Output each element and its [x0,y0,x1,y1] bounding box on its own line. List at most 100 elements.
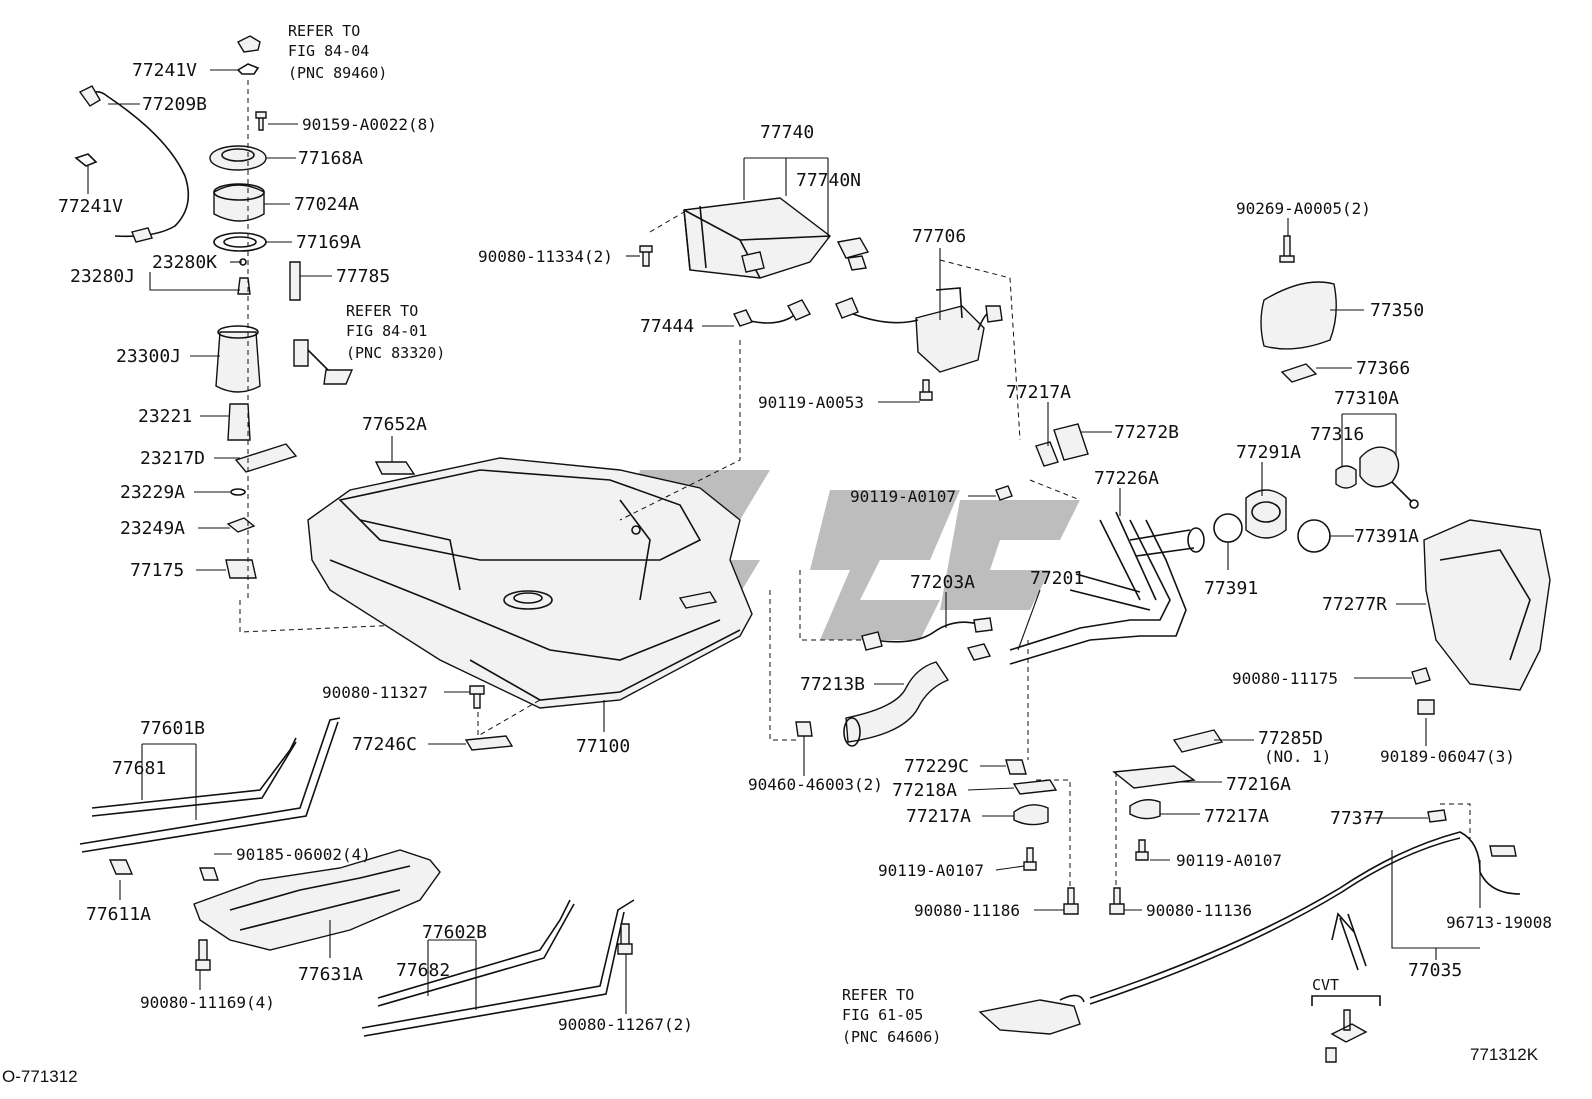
label-77168A: 77168A [298,148,363,169]
cable-clip-96713 [1489,845,1517,857]
tube-77209B-end [131,227,153,243]
label-77175: 77175 [130,560,184,581]
label-77682: 77682 [396,960,450,981]
bolt-90080-11186 [1063,887,1079,915]
label-77611A: 77611A [86,904,151,925]
label-77241V-bottom: 77241V [58,196,123,217]
label-77391: 77391 [1204,578,1258,599]
label-77366: 77366 [1356,358,1410,379]
label-77213B: 77213B [800,674,865,695]
charcoal-canister-77740 [619,197,870,521]
label-90185: 90185-06002(4) [236,845,371,864]
cable-end-77377 [1427,809,1447,823]
reference-notes: REFER TO FIG 84-04 (PNC 89460) REFER TO … [288,22,1339,1046]
label-90460: 90460-46003(2) [748,775,883,794]
pump-23221 [227,403,251,441]
bolt-90269 [1279,235,1295,263]
ref-84-04-line3: (PNC 89460) [288,64,387,82]
ref-61-05-line3: (PNC 64606) [842,1028,941,1046]
ref-84-01-line3: (PNC 83320) [346,344,445,362]
hoses-77203A-77213B [769,570,993,747]
bolt-90119-A0053 [919,379,933,401]
label-77740: 77740 [760,122,814,143]
label-96713: 96713-19008 [1446,913,1552,932]
label-77201: 77201 [1030,568,1084,589]
label-90080-11136: 90080-11136 [1146,901,1252,920]
label-77226A: 77226A [1094,468,1159,489]
label-77740N: 77740N [796,170,861,191]
fuel-tank-77100 [307,457,753,709]
clamp-77203A [966,643,992,661]
label-90119-A0107-c: 90119-A0107 [1176,851,1282,870]
protector-77631A [193,849,441,951]
clip-90189 [1417,699,1435,715]
brackets-mid [995,423,1224,915]
label-77350: 77350 [1370,300,1424,321]
label-90159: 90159-A0022(8) [302,115,437,134]
vent-valve-77706 [835,259,1081,501]
bolt-90080-11334 [639,245,653,267]
hose-77213B [845,661,950,743]
label-23249A: 23249A [120,518,185,539]
clamp-77217A-right [1129,799,1161,820]
clip-77241V-top [236,63,260,75]
label-77706: 77706 [912,226,966,247]
label-77229C: 77229C [904,756,969,777]
bottom-right-code: 771312K [1470,1045,1539,1064]
label-77285D: 77285D [1258,728,1323,749]
label-77216A: 77216A [1226,774,1291,795]
label-77203A: 77203A [910,572,975,593]
strap-77602B [377,899,571,999]
label-77681: 77681 [112,758,166,779]
gasket-77316 [1335,465,1357,489]
clamp-77217A-mid [1013,804,1049,826]
clip-77241V-bottom [74,153,98,167]
filler-door-assembly [1213,235,1551,715]
ring-77391 [1213,513,1243,543]
tube-77209B-fitting [78,85,101,107]
breather-77226A [1069,573,1151,611]
label-23217D: 23217D [140,448,205,469]
label-77217A-mid: 77217A [906,806,971,827]
label-23221: 23221 [138,406,192,427]
label-77024A: 77024A [294,194,359,215]
opener-cable-77035 [978,803,1521,1063]
label-77218A: 77218A [892,780,957,801]
gauge-plate-77024A [213,184,265,222]
spring-77366 [1280,363,1318,383]
strap-77602B-lower [361,899,635,1029]
gasket-77169A [213,232,267,252]
label-90080-11169: 90080-11169(4) [140,993,275,1012]
label-90119-A0053: 90119-A0053 [758,393,864,412]
label-77377: 77377 [1330,808,1384,829]
bolt-90080-11175 [1411,667,1431,685]
clamp-90460 [795,721,813,737]
label-77785: 77785 [336,266,390,287]
label-77291A: 77291A [1236,442,1301,463]
label-77100: 77100 [576,736,630,757]
sender-77785 [289,261,301,301]
door-77350 [1260,281,1337,350]
fuel-pump-assembly [74,35,471,633]
filter-23217D [234,443,298,473]
label-23280K: 23280K [152,252,217,273]
pad-77611A [108,859,134,875]
tube-77209B [84,91,190,238]
label-77602B: 77602B [422,922,487,943]
label-90269: 90269-A0005(2) [1236,199,1371,218]
cvt-note: CVT [1312,976,1339,994]
label-77310A: 77310A [1334,388,1399,409]
bolt-90080-11327 [469,685,485,709]
opener-lever [978,999,1081,1035]
part-labels: 77241V 77209B 90159-A0022(8) 77168A 7724… [58,60,1552,1034]
clamp-77229C [1005,759,1027,775]
ring-77391A [1297,519,1331,553]
ref-84-01-line1: REFER TO [346,302,418,320]
label-77285D-note: (NO. 1) [1264,747,1331,766]
leader-lines [87,69,1481,1014]
label-90080-11267: 90080-11267(2) [558,1015,693,1034]
strap-77601B [91,737,297,809]
bracket-77285D [1172,729,1224,753]
cap-77310A [1359,446,1400,488]
